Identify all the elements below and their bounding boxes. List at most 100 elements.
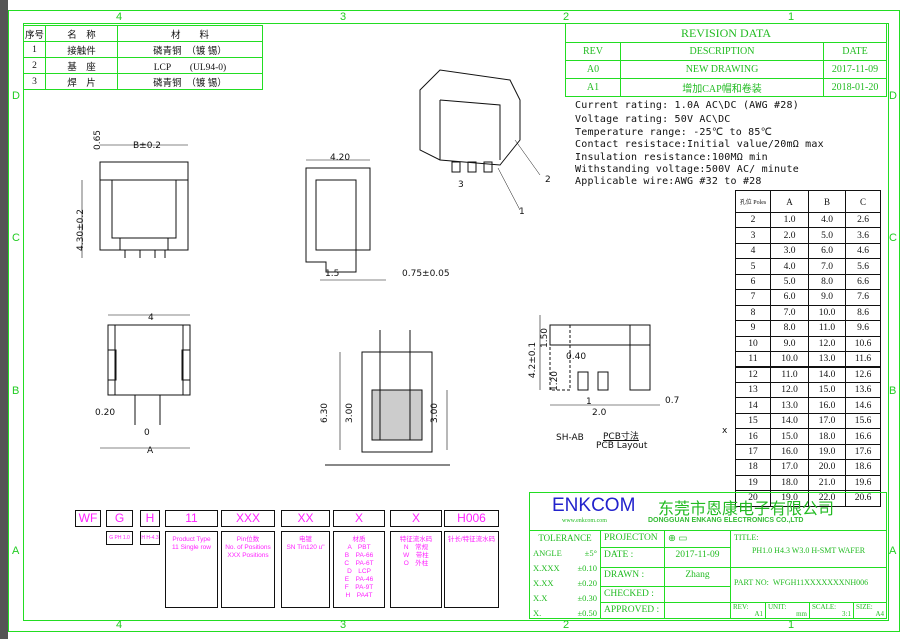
zone-label: C — [889, 232, 897, 244]
desc-line: W 带柱 — [403, 552, 429, 559]
tolerance-row: X.XX±0.20 — [533, 578, 597, 588]
approved-value — [664, 602, 731, 619]
company-url: www.enkcom.com — [562, 518, 607, 524]
zone-label: 2 — [563, 619, 570, 631]
code-desc-serial: 针长/特征流水码 — [444, 531, 499, 608]
desc-line: F PA-9T — [344, 584, 374, 591]
rev-cell: REV:A1 — [730, 602, 766, 619]
zone-label: A — [12, 545, 20, 557]
date-value: 2017-11-09 — [664, 547, 731, 568]
drawn-value: Zhang — [664, 567, 731, 587]
desc-line: 针长/特征流水码 — [447, 536, 496, 543]
dimension-label: 2.0 — [592, 408, 607, 418]
dimension-label: 4.20 — [330, 153, 351, 163]
company-cn: 东莞市恩康电子有限公司 — [658, 501, 835, 518]
left-edge — [0, 0, 8, 639]
unit-value: mm — [796, 610, 807, 618]
zone-label: D — [889, 90, 897, 102]
table-cell: 2018-01-20 — [823, 78, 887, 97]
desc-line: 11 Single row — [172, 544, 211, 551]
dimension-label: A — [147, 446, 154, 456]
front-view-drawing — [100, 314, 191, 449]
side-view-drawing — [305, 159, 386, 281]
company-header: ENKCOM 东莞市恩康电子有限公司 www.enkcom.com DONGGU… — [529, 492, 887, 531]
tolerance-value: ±5° — [584, 548, 597, 558]
desc-line: O 外柱 — [403, 560, 429, 567]
checked-label: CHECKED : — [600, 586, 665, 603]
section-view-drawing — [325, 330, 450, 466]
unit-cell: UNIT: mm — [765, 602, 810, 619]
code-box: H006 — [444, 510, 499, 527]
desc-line: E PA-46 — [344, 576, 374, 583]
tolerance-row: ANGLE±5° — [533, 548, 597, 558]
desc-line: N 常规 — [403, 544, 429, 551]
dimension-label: 4.30±0.2 — [75, 209, 86, 251]
desc-line: D LCP — [347, 568, 371, 575]
code-box: H — [140, 510, 160, 527]
outer-frame — [8, 10, 900, 632]
scale-label: SCALE: — [812, 603, 837, 611]
desc-line: C PA-6T — [344, 560, 374, 567]
zone-label: 4 — [116, 11, 123, 23]
title-label: TITLE: — [734, 533, 759, 542]
dimension-label: 0.7 — [665, 396, 680, 406]
balloon-label: 3 — [458, 180, 464, 190]
zone-label: 1 — [788, 11, 795, 23]
zone-label: 2 — [563, 11, 570, 23]
dimension-label: 0.40 — [566, 352, 587, 362]
tolerance-value: ±0.30 — [577, 593, 597, 603]
pcb-label: PCB寸法 — [603, 432, 639, 442]
desc-line: A PBT — [347, 544, 371, 551]
brand-logo: ENKCOM — [552, 495, 636, 516]
dimension-label: 6.30 — [320, 402, 331, 424]
isometric-drawing — [419, 69, 541, 211]
code-box: XXX — [221, 510, 275, 527]
tolerance-key: X.X — [533, 593, 548, 603]
code-box: G — [106, 510, 133, 527]
zone-label: C — [12, 232, 20, 244]
desc-line: No. of Positions — [225, 544, 271, 551]
top-view-drawing — [81, 144, 189, 258]
dimension-label: SH-AB — [556, 433, 584, 443]
code-box: X — [333, 510, 385, 527]
desc-line: B PA-66 — [344, 552, 374, 559]
dimension-label: 4.2±0.1 — [528, 341, 539, 379]
tolerance-key: X.XX — [533, 578, 554, 588]
dimension-label: B±0.2 — [133, 141, 162, 151]
dimension-label: 1.20 — [550, 370, 561, 392]
dimension-label: 4 — [148, 313, 154, 323]
size-value: A4 — [875, 610, 884, 618]
dimension-label: 0 — [144, 428, 150, 438]
spec-line: Withstanding voltage:500V AC/ minute — [575, 164, 799, 175]
projection-label: PROJECTON — [600, 530, 665, 548]
zone-label: 3 — [340, 619, 347, 631]
tolerance-value: ±0.10 — [577, 563, 597, 573]
table-cell: 磷青铜 （镀 锡） — [117, 73, 263, 90]
size-cell: SIZE:A4 — [853, 602, 887, 619]
balloon-label: 2 — [545, 175, 551, 185]
code-note: G PH 1.0 — [106, 531, 133, 545]
tolerance-row: X.X ±0.30 — [533, 593, 597, 603]
part-no-label: PART NO: — [734, 578, 769, 587]
dimension-label: 1 — [586, 397, 592, 407]
spec-line: Voltage rating: 50V AC\DC — [575, 114, 731, 125]
desc-line: 材质 — [352, 536, 366, 543]
code-box: WF — [75, 510, 101, 527]
desc-line: Product Type — [172, 536, 211, 543]
zone-label: A — [889, 545, 897, 557]
desc-line: 特征流水码 — [399, 536, 433, 543]
zone-label: 4 — [116, 619, 123, 631]
title-cell: TITLE: PH1.0 H4.3 W3.0 H-SMT WAFER — [730, 530, 887, 568]
desc-line: XXX Positions — [227, 552, 269, 559]
code-box: 11 — [165, 510, 218, 527]
unit-label: UNIT: — [768, 603, 787, 611]
dimension-label: 3.00 — [430, 402, 441, 424]
tolerance-row: X.XXX±0.10 — [533, 563, 597, 573]
